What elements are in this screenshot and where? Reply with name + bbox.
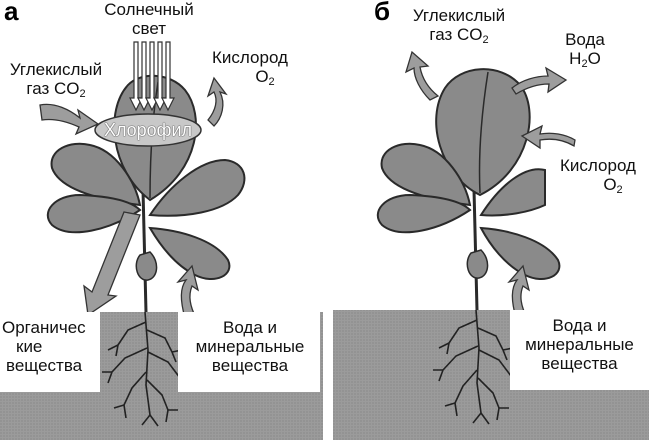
sunlight-label: Солнечный свет <box>104 0 194 38</box>
organic-arrow <box>83 211 141 317</box>
water-b-line3: вещества <box>541 354 618 373</box>
co2-a-sub: 2 <box>79 88 86 100</box>
water-arrow-a <box>176 264 200 319</box>
co2-arrow-a <box>39 103 100 136</box>
oxygen-b-line1: Кислород <box>560 156 636 175</box>
water-a-line3: вещества <box>211 356 289 375</box>
co2-a-line1: Углекислый <box>9 60 103 79</box>
oxygen-a-sub: 2 <box>268 76 275 88</box>
oxygen-a-line2: O2 <box>200 67 300 92</box>
leaf-b-left-lower <box>376 193 472 234</box>
water-top-line1: Вода <box>565 30 605 49</box>
bud-b <box>466 249 489 279</box>
co2-b-sub: 2 <box>482 34 489 46</box>
bud-a <box>135 251 158 281</box>
organic-label: Органичес кие вещества <box>2 318 100 375</box>
co2-label-a: Углекислый газ CO2 <box>0 60 112 104</box>
organic-label-box <box>0 312 100 392</box>
co2-b-line2: газ CO2 <box>404 25 514 50</box>
sunlight-line2: свет <box>131 19 167 38</box>
oxygen-label-b: Кислород O2 <box>548 156 648 200</box>
water-arrow-b <box>507 264 531 319</box>
co2-a-line2: газ CO2 <box>0 79 112 104</box>
co2-b-text: газ CO <box>429 25 483 44</box>
oxygen-label-a: Кислород O2 <box>200 48 300 92</box>
leaf-b-top <box>435 68 531 197</box>
organic-line1: Органичес <box>2 318 86 337</box>
water-a-line1: Вода и <box>222 318 277 337</box>
organic-line2: кие <box>16 337 43 356</box>
water-top-label-b: Вода H2O <box>550 30 620 74</box>
co2-arrow-b <box>404 50 440 101</box>
oxygen-b-line2: O2 <box>548 175 648 200</box>
oxygen-a-text: O <box>255 67 269 86</box>
chlorophyll-ellipse <box>94 113 202 147</box>
water-label-a: Вода и минеральные вещества <box>180 318 320 375</box>
co2-label-b: Углекислый газ CO2 <box>404 6 514 50</box>
leaf-b-right-lower <box>479 226 561 280</box>
water-arrow-top-b <box>511 66 568 95</box>
water-top-h: H <box>569 49 582 68</box>
oxygen-b-text: O <box>603 175 617 194</box>
water-top-o: O <box>587 49 601 68</box>
water-label-box-b <box>510 310 649 390</box>
leaf-a-right-lower <box>148 226 231 280</box>
leaf-b-right-upper <box>479 168 546 217</box>
panel-a-letter: а <box>4 0 19 26</box>
stem-b <box>472 189 479 311</box>
chlorophyll-label: Хлорофил <box>103 120 193 140</box>
water-label-b: Вода и минеральные вещества <box>510 316 649 373</box>
water-top-sub: 2 <box>581 58 588 70</box>
oxygen-label-box-b <box>546 150 649 206</box>
water-label-box-a <box>178 312 320 392</box>
water-b-line2: минеральные <box>525 335 634 354</box>
oxygen-b-sub: 2 <box>616 184 623 196</box>
sunlight-rays <box>129 41 175 112</box>
co2-b-line1: Углекислый <box>412 6 506 25</box>
sunlight-line1: Солнечный <box>104 0 194 19</box>
organic-line3: вещества <box>6 356 83 375</box>
oxygen-arrow-b <box>520 124 576 150</box>
leaf-a-left-lower <box>46 193 142 234</box>
water-top-line2: H2O <box>550 49 620 74</box>
leaf-b-top-vein <box>478 71 489 194</box>
water-b-line1: Вода и <box>552 316 607 335</box>
co2-a-text: газ CO <box>26 79 80 98</box>
leaf-a-right-upper <box>148 158 246 217</box>
panel-b-letter: б <box>374 0 391 26</box>
water-a-line2: минеральные <box>195 337 305 356</box>
oxygen-a-line1: Кислород <box>212 48 288 67</box>
stem-a <box>141 189 148 313</box>
oxygen-arrow-a <box>206 76 228 127</box>
